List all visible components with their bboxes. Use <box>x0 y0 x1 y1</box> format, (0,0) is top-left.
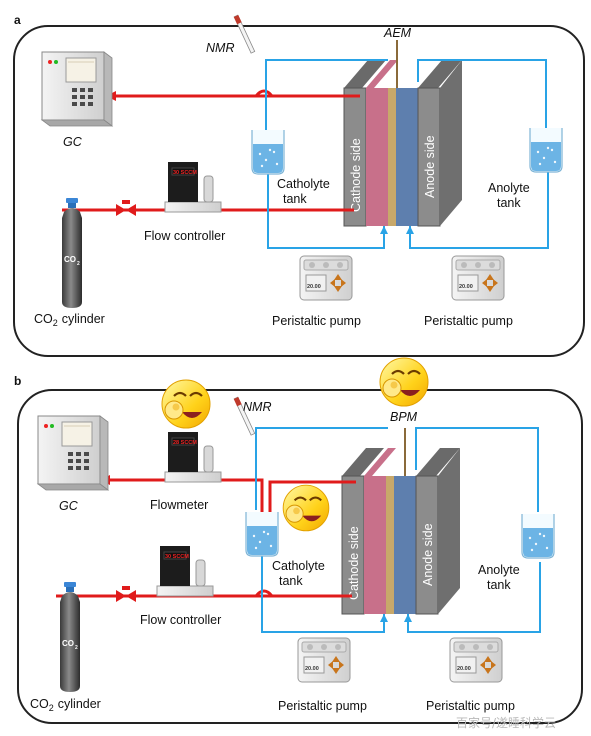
panel-a-electrolyzer: Cathode side Anode side <box>343 40 462 227</box>
panel-b-frame <box>17 389 583 724</box>
panel-a-nmr-label: NMR <box>206 41 234 55</box>
panel-b-cathode-side-label: Cathode side <box>347 526 361 600</box>
panel-a-catholyte-tank <box>251 129 285 175</box>
panel-b-anolyte-label-1: Anolyte <box>478 563 520 577</box>
panel-b-cylinder-tag: CO <box>62 639 74 648</box>
panel-a-cathode-side-label: Cathode side <box>349 138 363 212</box>
panel-a-gc-label: GC <box>63 135 83 149</box>
panel-a-frame <box>13 25 585 357</box>
panel-b-cathode-chamber <box>364 476 386 614</box>
panel-b-nmr-label: NMR <box>243 400 271 414</box>
panel-b-catholyte-label-1: Catholyte <box>272 559 325 573</box>
panel-label-b: b <box>14 374 21 388</box>
panel-a-catholyte-loop <box>267 148 385 249</box>
panel-b-cylinder-tag-sub: 2 <box>75 645 78 651</box>
panel-b-catholyte-label-2: tank <box>279 574 303 588</box>
panel-a-pump-left <box>299 255 353 301</box>
panel-a-anode-chamber <box>396 88 418 226</box>
panel-b-flowmeter-label: Flowmeter <box>150 498 208 512</box>
panel-a-cylinder-tag: CO <box>64 255 76 264</box>
panel-b-pump-right-display: 20.00 <box>457 666 471 672</box>
panel-a-catholyte-return <box>265 59 388 130</box>
panel-a-anolyte-label-2: tank <box>497 196 521 210</box>
panel-b: Cathode side Anode side BPM GC 28 SCCM F… <box>17 356 583 724</box>
panel-b-membrane <box>386 476 394 614</box>
panel-b-pump-left-display: 20.00 <box>305 666 319 672</box>
panel-b-cylinder-sub: 2 <box>49 703 54 713</box>
panel-a: Cathode side Anode side AEM GC NMR Catho… <box>13 14 585 357</box>
panel-b-flow-controller-label: Flow controller <box>140 613 221 627</box>
panel-a-membrane-label: AEM <box>383 26 412 40</box>
panel-a-pump-left-label: Peristaltic pump <box>272 314 361 328</box>
panel-a-cylinder-caption: CO2 cylinder <box>34 312 105 328</box>
panel-label-a: a <box>14 13 21 27</box>
panel-a-cathode-chamber <box>366 88 388 226</box>
panel-b-pump-left-label: Peristaltic pump <box>278 699 367 713</box>
panel-a-cylinder-tag-sub: 2 <box>77 261 80 267</box>
panel-b-electrolyzer: Cathode side Anode side <box>341 428 460 615</box>
panel-a-flow-display: 30 SCCM <box>173 170 197 176</box>
watermark: 百家号/遂睡科学云 <box>456 715 556 730</box>
panel-b-catholyte-loop <box>261 556 385 633</box>
panel-a-catholyte-label-1: Catholyte <box>277 177 330 191</box>
panel-a-anolyte-loop <box>409 150 549 249</box>
panel-b-valve <box>116 586 136 602</box>
panel-b-flowmeter-display: 28 SCCM <box>173 440 197 446</box>
panel-b-co2-cylinder <box>60 582 80 692</box>
panel-a-cylinder-co: CO <box>34 312 53 326</box>
panel-b-cylinder-word: cylinder <box>58 697 101 711</box>
panel-a-pump-right-label: Peristaltic pump <box>424 314 513 328</box>
panel-a-anolyte-label-1: Anolyte <box>488 181 530 195</box>
panel-a-pump-right <box>451 255 505 301</box>
panel-b-gc-instrument <box>37 415 109 491</box>
panel-b-anode-side-label: Anode side <box>421 523 435 586</box>
panel-b-gc-label: GC <box>59 499 79 513</box>
emoji-face-icon <box>282 484 330 532</box>
panel-b-flow-display: 30 SCCM <box>165 554 189 560</box>
panel-a-co2-cylinder <box>62 198 82 308</box>
panel-a-anolyte-return <box>417 59 547 132</box>
panel-a-catholyte-label-2: tank <box>283 192 307 206</box>
panel-b-cylinder-caption: CO2 cylinder <box>30 697 101 713</box>
panel-b-anolyte-label-2: tank <box>487 578 511 592</box>
panel-b-anolyte-return <box>415 427 539 512</box>
panel-a-pump-left-display: 20.00 <box>307 284 321 290</box>
panel-a-pump-right-display: 20.00 <box>459 284 473 290</box>
panel-b-anode-chamber <box>394 476 416 614</box>
panel-b-pump-left <box>297 637 351 683</box>
panel-a-flow-controller-label: Flow controller <box>144 229 225 243</box>
panel-b-anolyte-loop <box>407 562 541 633</box>
panel-a-membrane <box>388 88 396 226</box>
panel-a-anolyte-tank <box>529 127 563 173</box>
panel-a-gc-instrument <box>41 51 113 127</box>
emoji-face-icon <box>160 378 212 430</box>
panel-a-anode-side-label: Anode side <box>423 135 437 198</box>
panel-a-cylinder-word: cylinder <box>62 312 105 326</box>
panel-b-cylinder-co: CO <box>30 697 49 711</box>
panel-b-membrane-label: BPM <box>390 410 418 424</box>
panel-a-cylinder-sub: 2 <box>53 318 58 328</box>
panel-b-pump-right <box>449 637 503 683</box>
panel-b-catholyte-tank <box>245 511 279 557</box>
panel-b-catholyte-return <box>255 427 388 510</box>
emoji-face-icon <box>378 356 430 408</box>
panel-a-valve <box>116 200 136 216</box>
panel-b-anolyte-tank <box>521 513 555 559</box>
panel-a-nmr-tube <box>233 14 256 54</box>
panel-b-pump-right-label: Peristaltic pump <box>426 699 515 713</box>
